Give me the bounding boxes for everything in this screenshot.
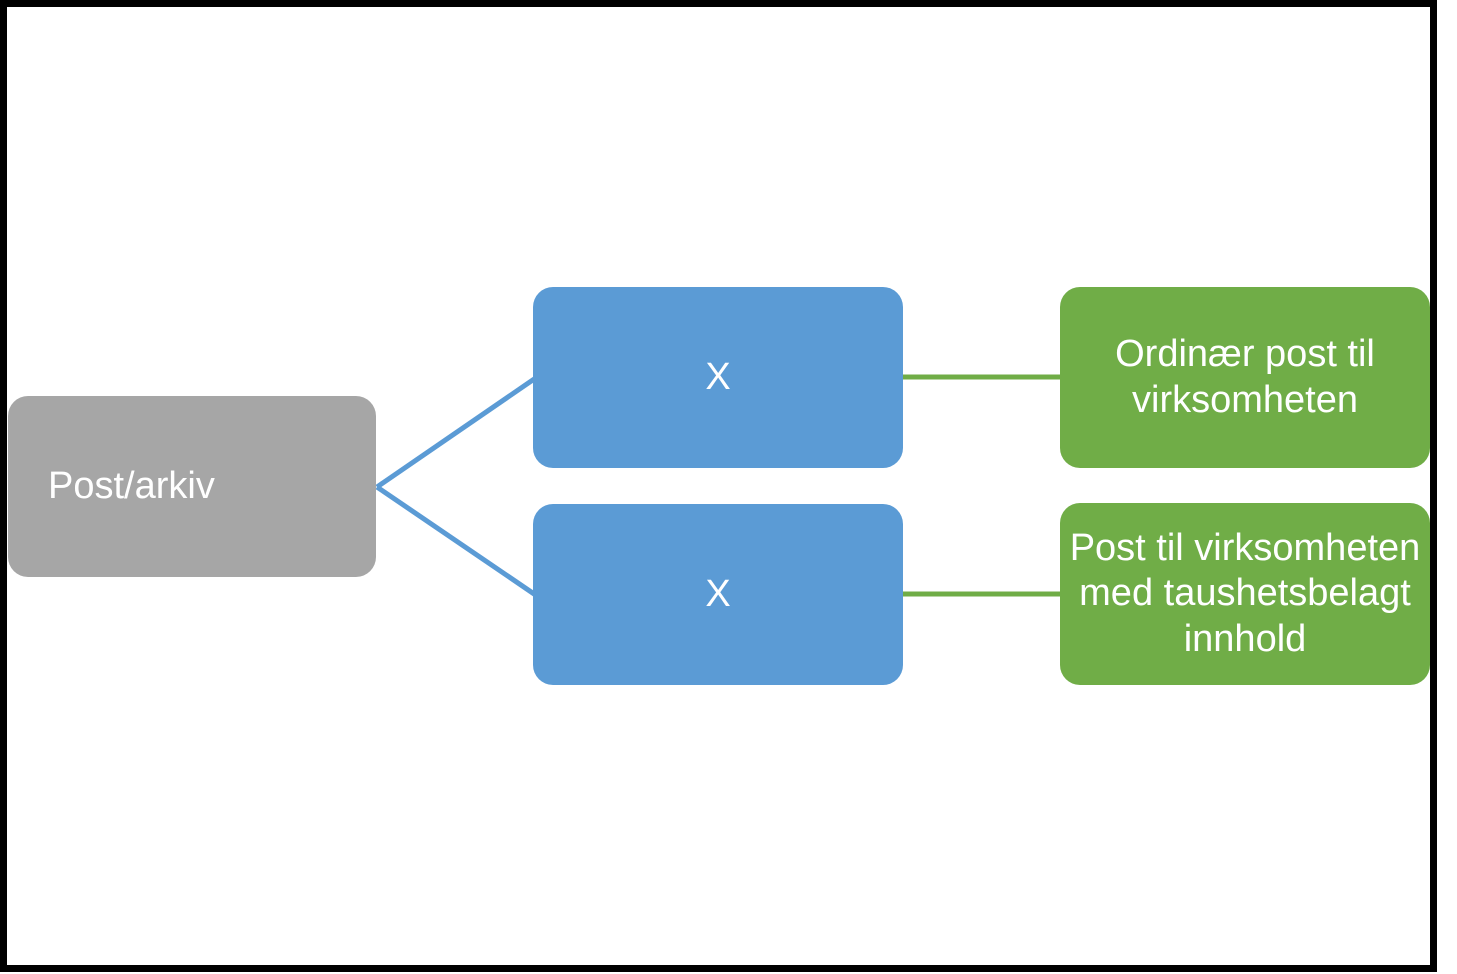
connector-root-to-middle-1 [375,372,542,490]
node-x-top-label: X [705,355,731,398]
node-x-bottom: X [533,504,903,685]
node-taushetsbelagt-post-label: Post til virksomheten med taushetsbelagt… [1069,526,1421,660]
node-ordinaer-post: Ordinær post til virksomheten [1060,287,1430,468]
node-x-bottom-label: X [705,572,731,615]
connector-root-to-middle-2 [375,484,542,601]
node-x-top: X [533,287,903,468]
node-taushetsbelagt-post: Post til virksomheten med taushetsbelagt… [1060,503,1430,685]
node-post-arkiv: Post/arkiv [8,396,376,577]
node-post-arkiv-label: Post/arkiv [48,464,215,507]
node-ordinaer-post-label: Ordinær post til virksomheten [1115,332,1375,421]
